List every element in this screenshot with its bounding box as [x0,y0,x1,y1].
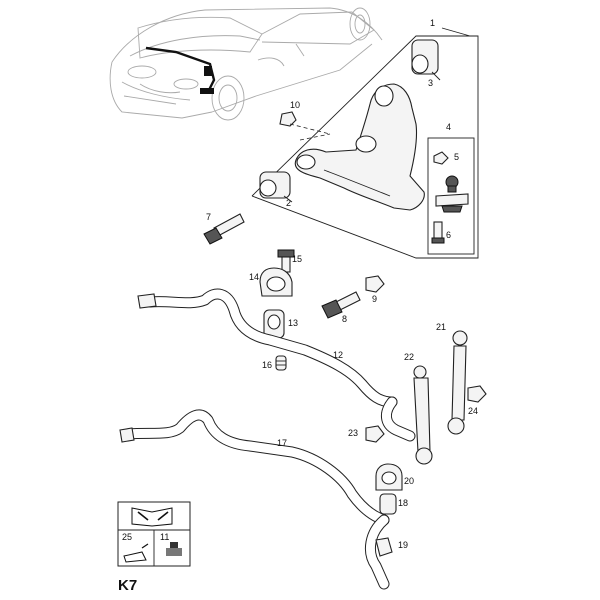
callout-22: 22 [404,352,414,362]
ball-joint [435,175,469,213]
stud-16: 16 [262,355,287,371]
nut-9: 9 [365,275,385,304]
callout-16: 16 [262,360,272,370]
stabilizer-link-22: 22 [404,352,433,465]
book-wrench-icon [131,507,173,527]
callout-7: 7 [206,212,211,222]
callout-3: 3 [428,78,433,88]
callout-23: 23 [348,428,358,438]
bolt-8: 8 [321,291,361,324]
bushing-13: 13 [263,309,298,339]
callout-25: 25 [122,532,132,542]
callout-1: 1 [430,18,435,28]
bracket-14: 14 [249,267,293,297]
car-illustration [109,7,383,121]
page-code: K7 [118,577,137,594]
control-arm [294,83,425,211]
callout-9: 9 [372,294,377,304]
callout-20: 20 [404,476,414,486]
callout-17: 17 [277,438,287,448]
stabilizer-bar-12: 12 [137,288,416,442]
legend-box: 25 11 [117,501,191,567]
nut-24: 24 [467,385,487,416]
callout-10: 10 [290,100,300,110]
callout-14: 14 [249,272,259,282]
callout-8: 8 [342,314,347,324]
oil-can-icon [123,543,149,563]
control-arm-assembly-box: 1 [251,18,479,259]
callout-4: 4 [446,122,451,132]
callout-2: 2 [286,198,291,208]
bolt-7: 7 [203,212,245,245]
stabilizer-link-21: 21 [436,322,468,435]
callout-24: 24 [468,406,478,416]
callout-18: 18 [398,498,408,508]
bolt-15: 15 [277,249,302,273]
callout-15: 15 [292,254,302,264]
callout-21: 21 [436,322,446,332]
nut-23: 23 [348,425,385,443]
ball-joint-box: 4 5 6 [427,122,475,255]
callout-6: 6 [446,230,451,240]
bushing-3: 3 [411,39,441,88]
callout-12: 12 [333,350,343,360]
callout-11: 11 [160,532,169,542]
clamp-20: 20 [375,463,414,491]
bolt-6 [431,221,445,244]
bushing-2: 2 [259,171,293,208]
callout-13: 13 [288,318,298,328]
callout-19: 19 [398,540,408,550]
bushing-18: 18 [379,493,408,515]
nut-10: 10 [279,100,331,141]
grease-tube-icon [166,542,182,556]
clip-19: 19 [375,537,408,557]
stabilizer-bar-17: 17 [119,409,390,590]
callout-5: 5 [454,152,459,162]
